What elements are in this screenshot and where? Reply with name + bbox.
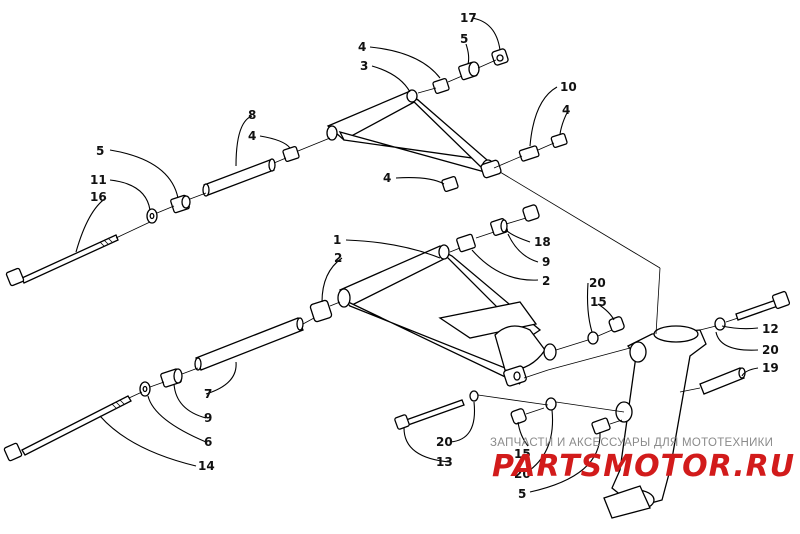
callout-2: 2 — [542, 274, 550, 288]
callout-5: 5 — [518, 487, 526, 501]
callout-3: 3 — [360, 59, 368, 73]
callout-4: 4 — [562, 103, 570, 117]
callout-14: 14 — [198, 459, 215, 473]
watermark-caption: ЗАПЧАСТИ И АКСЕССУАРЫ ДЛЯ МОТОТЕХНИКИ — [490, 437, 773, 449]
callout-10: 10 — [560, 80, 577, 94]
callout-6: 6 — [204, 435, 212, 449]
callout-18: 18 — [534, 235, 551, 249]
callout-5: 5 — [460, 32, 468, 46]
callout-4: 4 — [248, 129, 256, 143]
callout-20: 20 — [436, 435, 453, 449]
callout-13: 13 — [436, 455, 453, 469]
callout-17: 17 — [460, 11, 477, 25]
upper-a-arm — [326, 89, 502, 179]
callout-16: 16 — [90, 190, 107, 204]
callout-1: 1 — [333, 233, 341, 247]
callout-20: 20 — [514, 467, 531, 481]
callout-9: 9 — [204, 411, 212, 425]
callout-2: 2 — [334, 251, 342, 265]
axis-lines — [115, 59, 739, 425]
callout-4: 4 — [358, 40, 366, 54]
callout-5: 5 — [96, 144, 104, 158]
callout-9: 9 — [542, 255, 550, 269]
callout-11: 11 — [90, 173, 107, 187]
callout-4: 4 — [383, 171, 391, 185]
callout-7: 7 — [204, 387, 212, 401]
callout-20: 20 — [589, 276, 606, 290]
callout-15: 15 — [590, 295, 607, 309]
leader-lines — [75, 17, 759, 493]
watermark: ЗАПЧАСТИ И АКСЕССУАРЫ ДЛЯ МОТОТЕХНИКИ PA… — [490, 437, 795, 484]
callout-12: 12 — [762, 322, 779, 336]
callout-19: 19 — [762, 361, 779, 375]
lower-a-arm — [337, 244, 557, 387]
callout-15: 15 — [514, 447, 531, 461]
spindle — [603, 325, 707, 519]
callout-8: 8 — [248, 108, 256, 122]
callout-20: 20 — [762, 343, 779, 357]
watermark-brand: PARTSMOTOR.RU — [492, 449, 795, 484]
callout-labels: 17 5 4 3 10 4 8 4 5 11 16 4 1 18 2 9 2 2… — [90, 11, 779, 501]
lower-hardware — [3, 204, 791, 462]
